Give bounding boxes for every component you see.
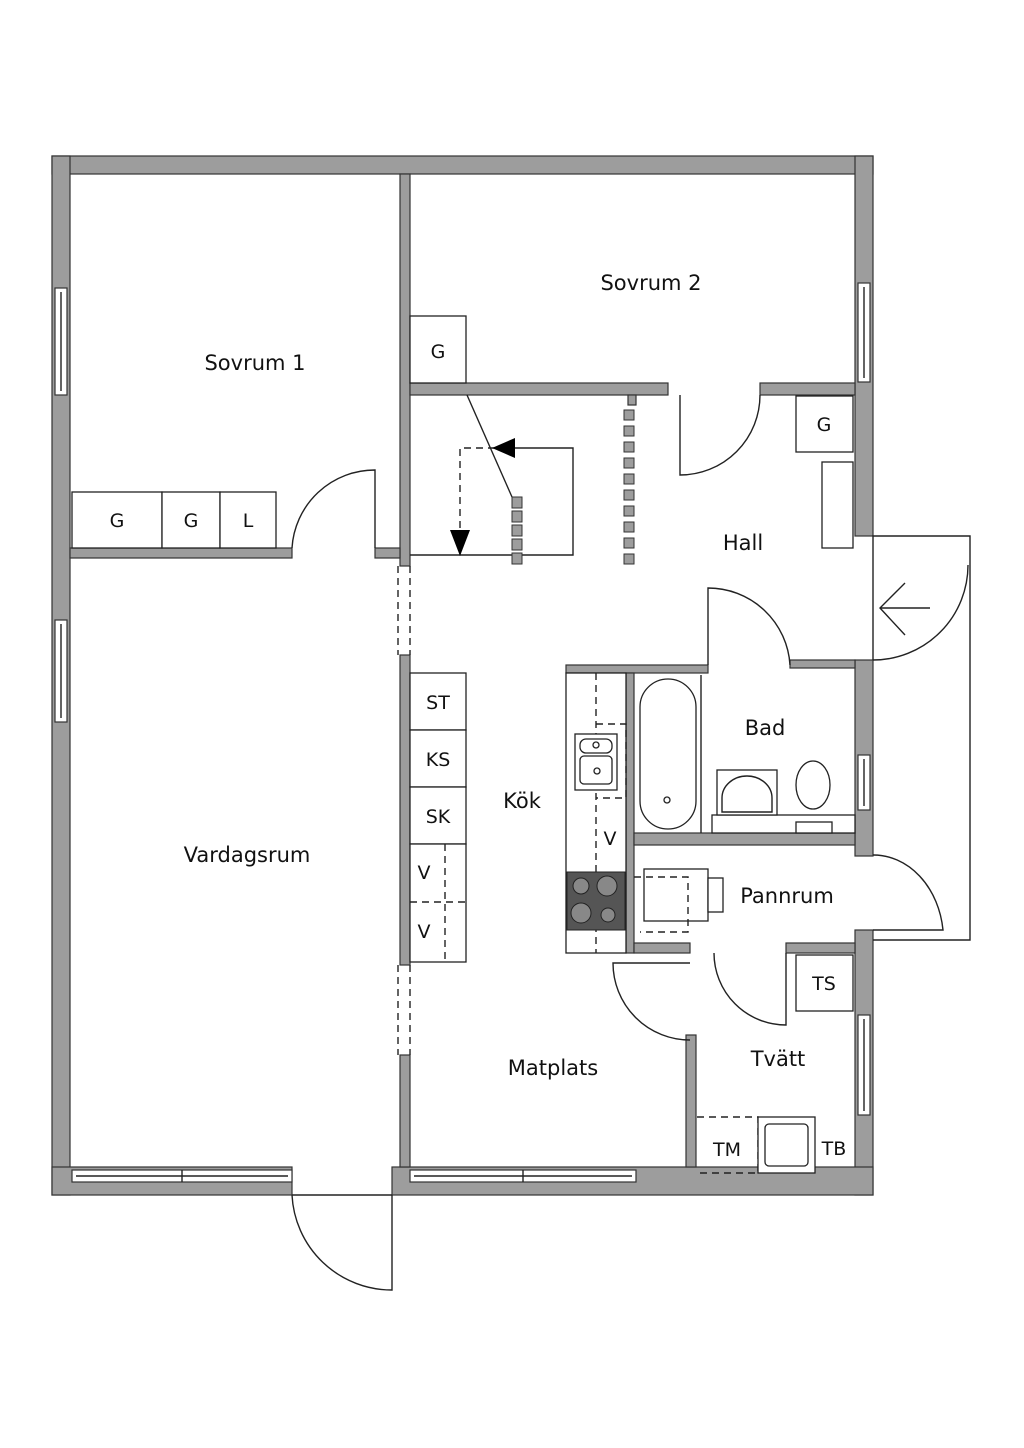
room-label-sovrum1: Sovrum 1 (204, 351, 305, 375)
room-label-sovrum2: Sovrum 2 (600, 271, 701, 295)
wardrobe (795, 395, 854, 453)
fixture-label: G (110, 510, 125, 532)
wardrobe (409, 315, 467, 384)
toilet-icon (795, 760, 831, 810)
room-label-hall: Hall (723, 531, 763, 555)
laundry-sink-basin (764, 1123, 809, 1167)
wardrobe (161, 491, 221, 549)
fixture-label: V (604, 828, 617, 850)
bathroom-fixtures (639, 675, 856, 834)
fixture-label: KS (426, 749, 451, 771)
fixture-label: TS (811, 973, 836, 995)
wardrobe (71, 491, 163, 549)
dryer-cabinet (795, 954, 854, 1012)
fixture-label: G (431, 341, 446, 363)
fixture-label: G (184, 510, 199, 532)
room-label-matplats: Matplats (508, 1056, 598, 1080)
fixture-label: V (418, 862, 431, 884)
interior-walls (69, 173, 856, 1168)
room-label-vardagsrum: Vardagsrum (184, 843, 311, 867)
linen-closet (219, 491, 277, 549)
hall-shelf (821, 461, 854, 549)
bathtub-icon (639, 678, 697, 830)
room-label-bad: Bad (745, 716, 786, 740)
room-label-pannrum: Pannrum (740, 884, 834, 908)
room-label-tvatt: Tvätt (750, 1047, 806, 1071)
room-label-kok: Kök (503, 789, 542, 813)
doors (291, 394, 971, 1291)
fixture-label: ST (426, 692, 450, 714)
entry-arrow-icon (879, 582, 930, 636)
fixture-label: TM (712, 1139, 741, 1161)
fixture-label: V (418, 921, 431, 943)
fixture-label: G (817, 414, 832, 436)
washbasin-icon (716, 769, 778, 816)
staircase (410, 394, 635, 565)
fixture-label: TB (821, 1138, 847, 1160)
fixture-label: L (243, 510, 254, 532)
kitchen-units (409, 672, 627, 963)
fixture-label: SK (426, 806, 451, 828)
windows (54, 282, 871, 1183)
boiler-icon (634, 868, 724, 933)
